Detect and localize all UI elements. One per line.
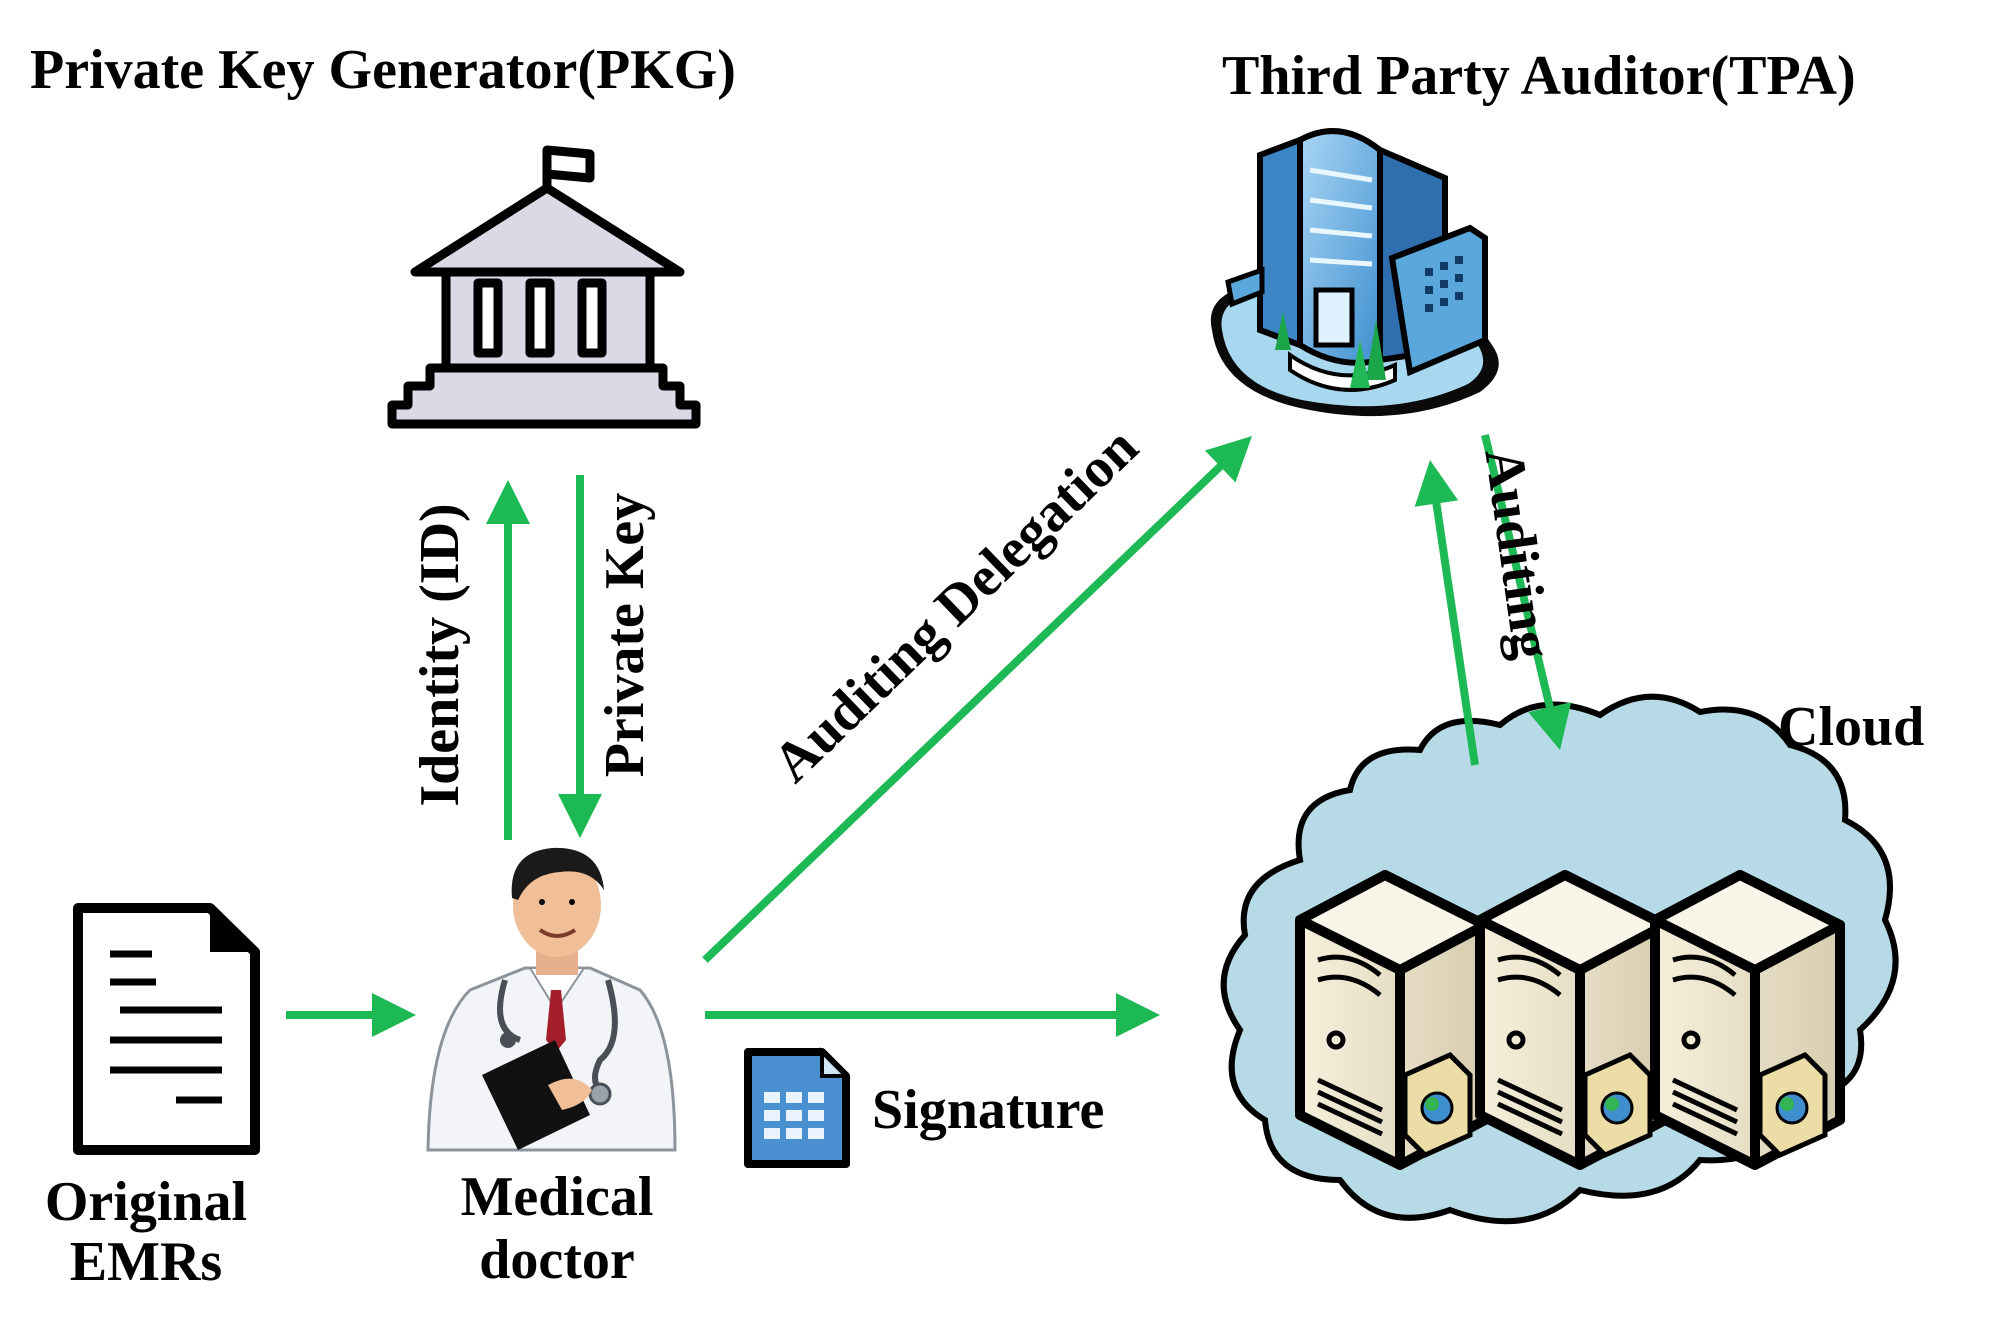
- signature-label: Signature: [872, 1079, 1104, 1141]
- doctor-label-line1: Medical: [461, 1166, 654, 1228]
- arrow-cloud-to-tpa-shaft: [1431, 498, 1479, 766]
- arrow-tpa-to-cloud: [1481, 434, 1572, 750]
- auditing-label: Auditing: [1472, 444, 1563, 662]
- emrs-label-line1: Original: [45, 1171, 247, 1233]
- arrow-doctor-to-cloud-head: [1116, 993, 1160, 1037]
- emrs-label-line2: EMRs: [70, 1231, 222, 1293]
- arrow-emrs-to-doctor: [286, 993, 416, 1037]
- office-building-icon: [1210, 128, 1499, 417]
- arrow-doctor-to-pkg: [486, 480, 530, 840]
- arrow-doctor-to-pkg-head: [486, 480, 530, 524]
- arrow-tpa-to-cloud-shaft: [1481, 434, 1555, 713]
- identity-label: Identity (ID): [409, 503, 471, 806]
- arrow-doctor-to-tpa: [702, 436, 1252, 963]
- doctor-label-line2: doctor: [479, 1229, 635, 1291]
- doctor-icon: [426, 847, 677, 1152]
- arrow-cloud-to-tpa: [1414, 460, 1479, 766]
- tpa-title: Third Party Auditor(TPA): [1222, 45, 1856, 107]
- arrow-pkg-to-doctor: [558, 475, 602, 838]
- arrow-pkg-to-doctor-head: [558, 794, 602, 838]
- document-icon: [73, 903, 260, 1155]
- cloud-servers-icon: [1220, 693, 1899, 1225]
- private-key-label: Private Key: [594, 493, 656, 778]
- spreadsheet-file-icon: [744, 1047, 851, 1168]
- arrow-doctor-to-tpa-head: [1205, 436, 1252, 483]
- arrow-tpa-to-cloud-head: [1528, 702, 1572, 750]
- government-building-icon: [387, 145, 701, 429]
- pkg-title: Private Key Generator(PKG): [30, 39, 736, 101]
- arrow-cloud-to-tpa-head: [1414, 460, 1459, 507]
- arrow-emrs-to-doctor-head: [372, 993, 416, 1037]
- arrow-doctor-to-tpa-shaft: [702, 460, 1226, 963]
- auditing-delegation-label: Auditing Delegation: [761, 416, 1150, 795]
- arrows: [286, 434, 1572, 1037]
- arrow-doctor-to-cloud: [705, 993, 1160, 1037]
